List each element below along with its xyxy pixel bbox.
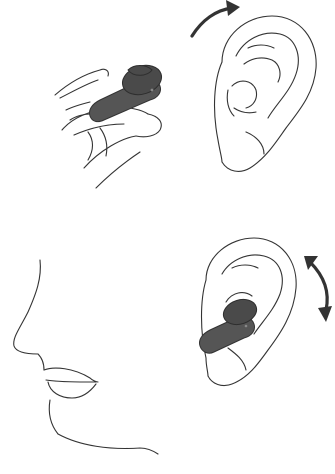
face-profile-icon — [14, 260, 158, 454]
double-arrow-icon — [304, 256, 332, 322]
step-insert-earbud-illustration — [0, 0, 335, 200]
step-rotate-earbud — [0, 228, 335, 474]
rotate-arrow-icon — [192, 0, 240, 36]
earbud-icon — [199, 295, 259, 353]
step-insert-earbud — [0, 0, 335, 200]
step-rotate-earbud-illustration — [0, 228, 335, 474]
ear-icon — [215, 16, 317, 171]
